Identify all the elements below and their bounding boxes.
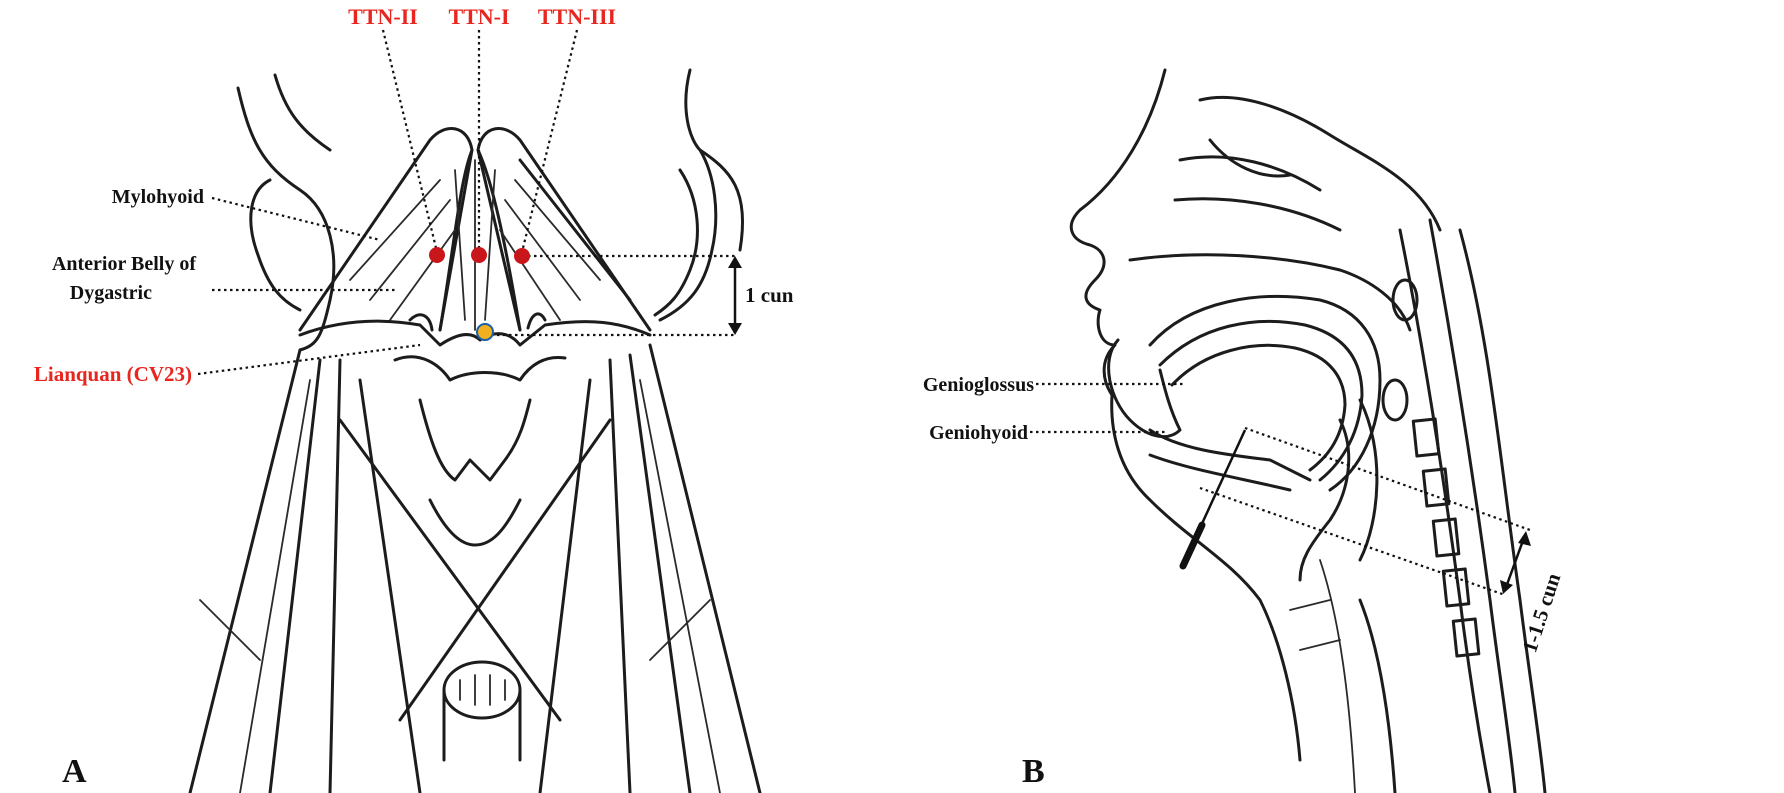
ttn-ii-point — [429, 247, 445, 263]
anterior-belly-label-line2: Dygastric — [70, 282, 152, 304]
ttn-i-label: TTN-I — [448, 4, 509, 29]
depth-label: 1-1.5 cun — [1517, 570, 1565, 655]
one-cun-label: 1 cun — [745, 283, 794, 307]
one-cun-dimension-arrow — [728, 256, 742, 335]
genioglossus-label: Genioglossus — [923, 374, 1034, 396]
needle-handle — [1179, 521, 1206, 570]
leader-lines — [197, 29, 1531, 597]
panel-b-letter: B — [1022, 753, 1045, 790]
mylohyoid-label: Mylohyoid — [112, 186, 204, 208]
panel-a-drawing — [188, 68, 762, 793]
ttn-ii-label: TTN-II — [348, 4, 418, 29]
depth-dimension-arrow — [1500, 531, 1531, 594]
lianquan-point — [476, 323, 494, 341]
ttn-i-point — [471, 247, 487, 263]
panel-a-letter: A — [62, 753, 87, 790]
lianquan-label: Lianquan (CV23) — [34, 362, 192, 386]
ttn-iii-label: TTN-III — [538, 4, 616, 29]
geniohyoid-label: Geniohyoid — [929, 422, 1028, 444]
anterior-belly-label-line1: Anterior Belly of — [52, 253, 196, 275]
ttn-iii-point — [514, 248, 530, 264]
panel-b-drawing — [1069, 68, 1547, 793]
